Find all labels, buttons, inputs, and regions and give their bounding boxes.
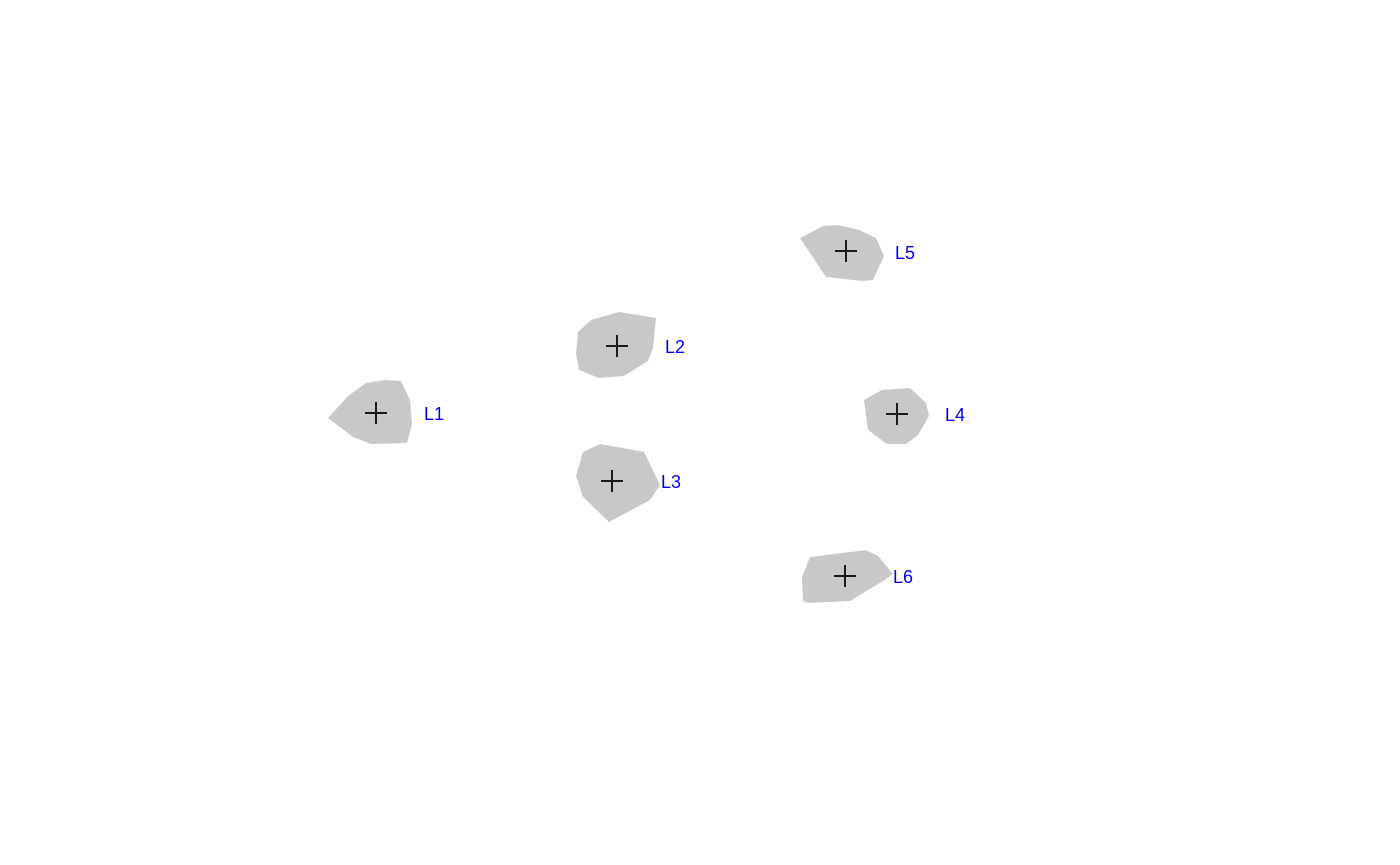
node-label: L4 — [945, 405, 965, 425]
plus-crosshair-icon — [601, 470, 623, 492]
plus-crosshair-icon — [835, 240, 857, 262]
node-l6: L6 — [802, 550, 913, 603]
node-l1: L1 — [328, 380, 444, 444]
node-label: L6 — [893, 567, 913, 587]
region-blob — [800, 225, 884, 281]
plus-crosshair-icon — [365, 402, 387, 424]
plus-crosshair-icon — [606, 335, 628, 357]
plus-crosshair-icon — [886, 403, 908, 425]
region-blob — [576, 444, 660, 522]
node-l2: L2 — [576, 312, 685, 378]
node-l3: L3 — [576, 444, 681, 522]
node-label: L3 — [661, 472, 681, 492]
plus-crosshair-icon — [834, 565, 856, 587]
node-l5: L5 — [800, 225, 915, 281]
node-label: L1 — [424, 404, 444, 424]
node-l4: L4 — [864, 388, 965, 444]
node-label: L5 — [895, 243, 915, 263]
node-label: L2 — [665, 337, 685, 357]
